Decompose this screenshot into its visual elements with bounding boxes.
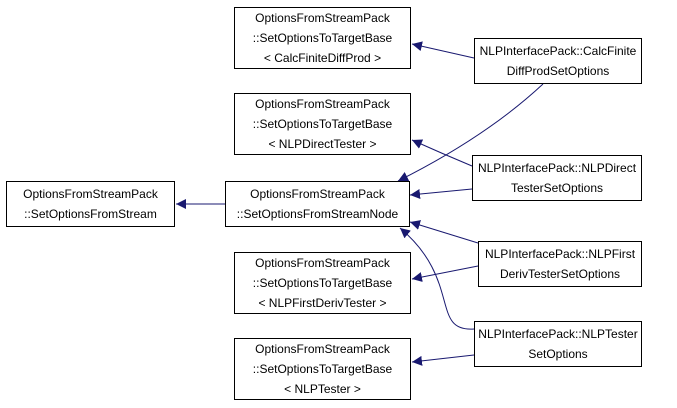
node-label-line: NLPInterfacePack::NLPTester bbox=[478, 327, 638, 341]
node-label-line: DerivTesterSetOptions bbox=[499, 267, 621, 281]
node-nlp-tester-set-options[interactable]: NLPInterfacePack::NLPTester SetOptions bbox=[474, 321, 642, 367]
node-label-line: OptionsFromStreamPack bbox=[255, 256, 390, 270]
node-label-line: OptionsFromStreamPack bbox=[255, 342, 390, 356]
node-target-base-nlp-direct-tester[interactable]: OptionsFromStreamPack ::SetOptionsToTarg… bbox=[234, 93, 411, 155]
node-label-line: ::SetOptionsToTargetBase bbox=[252, 117, 393, 131]
node-label-line: NLPInterfacePack::CalcFinite bbox=[479, 44, 637, 58]
edge-calc-finite-diff-prod-set-options-to-set-options-from-stream-node bbox=[397, 83, 544, 182]
node-label-line: OptionsFromStreamPack bbox=[255, 97, 390, 111]
edge-nlp-first-deriv-tester-set-options-to-set-options-from-stream-node bbox=[409, 220, 479, 244]
node-label-line: NLPInterfacePack::NLPDirect bbox=[477, 161, 637, 175]
node-target-base-calc-finite-diff-prod[interactable]: OptionsFromStreamPack ::SetOptionsToTarg… bbox=[234, 7, 411, 69]
edge-nlp-direct-tester-set-options-to-target-base-direct bbox=[411, 139, 473, 167]
node-set-options-from-stream-node[interactable]: OptionsFromStreamPack ::SetOptionsFromSt… bbox=[225, 181, 410, 227]
node-label-line: ::SetOptionsToTargetBase bbox=[252, 362, 393, 376]
node-label-line: ::SetOptionsFromStream bbox=[24, 207, 157, 221]
node-nlp-direct-tester-set-options[interactable]: NLPInterfacePack::NLPDirect TesterSetOpt… bbox=[472, 155, 642, 201]
node-set-options-from-stream[interactable]: OptionsFromStreamPack ::SetOptionsFromSt… bbox=[6, 181, 175, 227]
node-nlp-first-deriv-tester-set-options[interactable]: NLPInterfacePack::NLPFirst DerivTesterSe… bbox=[478, 241, 642, 287]
node-target-base-nlp-first-deriv-tester[interactable]: OptionsFromStreamPack ::SetOptionsToTarg… bbox=[234, 252, 411, 314]
node-label-line: SetOptions bbox=[528, 347, 588, 361]
node-calc-finite-diff-prod-set-options[interactable]: NLPInterfacePack::CalcFinite DiffProdSet… bbox=[474, 38, 642, 84]
node-label-line: ::SetOptionsToTargetBase bbox=[252, 31, 393, 45]
node-label-line: OptionsFromStreamPack bbox=[255, 11, 390, 25]
node-label-line: ::SetOptionsToTargetBase bbox=[252, 276, 393, 290]
node-label-line: < NLPFirstDerivTester > bbox=[258, 296, 387, 310]
node-target-base-nlp-tester[interactable]: OptionsFromStreamPack ::SetOptionsToTarg… bbox=[234, 338, 411, 400]
node-label-line: OptionsFromStreamPack bbox=[250, 187, 385, 201]
edge-calc-finite-diff-prod-set-options-to-target-base-calc bbox=[411, 41, 475, 59]
edge-nlp-direct-tester-set-options-to-set-options-from-stream-node bbox=[409, 188, 473, 200]
node-label-line: DiffProdSetOptions bbox=[506, 64, 610, 78]
edge-nlp-tester-set-options-to-set-options-from-stream-node bbox=[399, 227, 475, 330]
edge-nlp-tester-set-options-to-target-base-tester bbox=[411, 354, 475, 366]
node-label-line: < NLPTester > bbox=[284, 382, 361, 396]
node-label-line: NLPInterfacePack::NLPFirst bbox=[484, 247, 636, 261]
node-label-line: OptionsFromStreamPack bbox=[23, 187, 158, 201]
node-label-line: ::SetOptionsFromStreamNode bbox=[236, 207, 399, 221]
node-label-line: TesterSetOptions bbox=[510, 181, 604, 195]
edge-nlp-first-deriv-tester-set-options-to-target-base-firstderiv bbox=[411, 265, 479, 282]
node-label-line: < NLPDirectTester > bbox=[268, 137, 377, 151]
node-label-line: < CalcFiniteDiffProd > bbox=[263, 51, 382, 65]
